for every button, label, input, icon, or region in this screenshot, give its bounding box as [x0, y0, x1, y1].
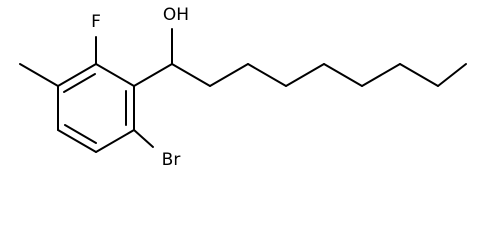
ring-bond-c4-c5-inner	[64, 124, 97, 144]
chain-bond-4	[285, 63, 325, 87]
bond-c6-bromine	[133, 129, 154, 148]
bond-c3-methyl	[19, 63, 59, 87]
ring-bond-c5-c6	[95, 129, 135, 153]
chain-bond-2	[209, 63, 249, 87]
chain-bond-7	[399, 63, 439, 87]
ring-bond-c2-c3	[57, 63, 97, 87]
chain-bond-6	[361, 63, 401, 87]
ring-bond-c4-c5	[57, 129, 97, 153]
ring-bond-c2-c3-inner	[63, 73, 96, 93]
chain-bond-5	[323, 63, 363, 87]
chain-bond-8	[437, 63, 467, 87]
molecule-diagram: F OH Br	[19, 5, 467, 170]
ring-bond-c1-c2	[95, 63, 135, 87]
atom-label-hydroxyl: OH	[163, 5, 189, 25]
bond-c1-carbinol	[133, 63, 173, 87]
chain-bond-1	[171, 63, 211, 87]
structure-svg: F OH Br	[19, 5, 467, 170]
atom-label-fluorine: F	[91, 12, 101, 32]
chain-bond-3	[247, 63, 287, 87]
atom-label-bromine: Br	[162, 150, 181, 170]
